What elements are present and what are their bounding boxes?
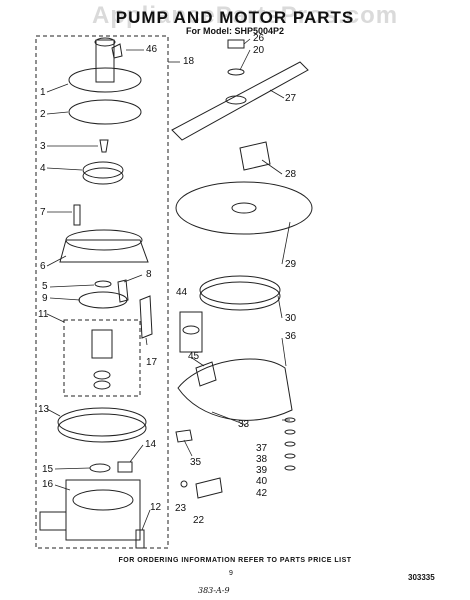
part-16-motor	[39, 479, 141, 541]
callout-5: 5	[42, 281, 48, 292]
callout-22: 22	[193, 515, 205, 526]
callout-17: 17	[146, 357, 158, 368]
part-17-bracket	[139, 295, 153, 339]
part-35-clip	[175, 429, 193, 443]
callout-40: 40	[256, 476, 268, 487]
part-23-nut	[180, 480, 188, 488]
callout-2: 2	[40, 109, 46, 120]
part-2-gasket	[68, 99, 142, 125]
page-number: 9	[229, 570, 233, 577]
callout-26: 26	[253, 33, 265, 44]
callout-39: 39	[256, 465, 268, 476]
callout-28: 28	[285, 169, 297, 180]
callout-37: 37	[256, 443, 268, 454]
motor-subassembly-outline	[63, 319, 141, 397]
callout-1: 1	[40, 87, 46, 98]
callout-13: 13	[38, 404, 50, 415]
callout-44: 44	[176, 287, 188, 298]
callout-11: 11	[38, 309, 49, 320]
callout-3: 3	[40, 141, 46, 152]
callout-15: 15	[42, 464, 54, 475]
part-30-seal-ring	[199, 275, 281, 311]
callout-16: 16	[42, 479, 54, 490]
part-36-harness	[177, 358, 293, 421]
part-26-cap	[227, 39, 245, 49]
part-44-valve	[179, 311, 203, 353]
part-1-pump-cover	[68, 37, 142, 93]
model-subtitle: For Model: SHP5004P2	[185, 26, 285, 36]
part-27-spray-arm	[171, 61, 309, 141]
callout-36: 36	[285, 331, 297, 342]
callout-4: 4	[40, 163, 46, 174]
handwritten-code: 383-A-9	[198, 586, 230, 595]
part-8-clip	[117, 279, 129, 303]
callout-45: 45	[188, 351, 200, 362]
leader-lines	[46, 38, 291, 531]
callout-9: 9	[42, 293, 48, 304]
part-22-sensor	[195, 477, 223, 499]
callout-30: 30	[285, 313, 297, 324]
part-15-bearing	[89, 463, 111, 473]
callout-23: 23	[175, 503, 187, 514]
part-28-deflector	[239, 141, 271, 171]
pump-assembly-outline	[35, 35, 169, 549]
watermark-text: AppliancePartsPros.com	[92, 2, 399, 29]
part-7-screw	[73, 204, 81, 226]
part-45-bracket	[195, 361, 217, 387]
callout-12: 12	[150, 502, 162, 513]
part-12-screw	[135, 529, 145, 549]
parts-37-42-hardware	[284, 417, 296, 471]
part-14-block	[117, 461, 133, 473]
part-46-shape	[111, 43, 123, 59]
callout-8: 8	[146, 269, 152, 280]
callout-38: 38	[256, 454, 268, 465]
callout-18: 18	[183, 56, 195, 67]
part-code: 303335	[408, 573, 435, 582]
part-20-washer	[227, 68, 245, 76]
part-5-washer	[94, 280, 112, 288]
part-29-filter-screen	[175, 181, 313, 235]
page-title: PUMP AND MOTOR PARTS	[115, 8, 355, 27]
callout-29: 29	[285, 259, 297, 270]
callout-42: 42	[256, 488, 268, 499]
part-3-impeller-pin	[99, 139, 109, 153]
part-4-impeller	[82, 161, 124, 185]
callout-33: 33	[238, 419, 250, 430]
callout-46: 46	[146, 44, 158, 55]
part-11-motor-rotor	[91, 329, 113, 390]
callout-6: 6	[40, 261, 46, 272]
callout-20: 20	[253, 45, 265, 56]
callout-27: 27	[285, 93, 297, 104]
part-13-motor-mount	[57, 407, 147, 443]
ordering-info-note: FOR ORDERING INFORMATION REFER TO PARTS …	[118, 557, 352, 564]
part-6-pump-housing	[59, 229, 149, 263]
callout-35: 35	[190, 457, 202, 468]
callout-7: 7	[40, 207, 46, 218]
callout-14: 14	[145, 439, 157, 450]
